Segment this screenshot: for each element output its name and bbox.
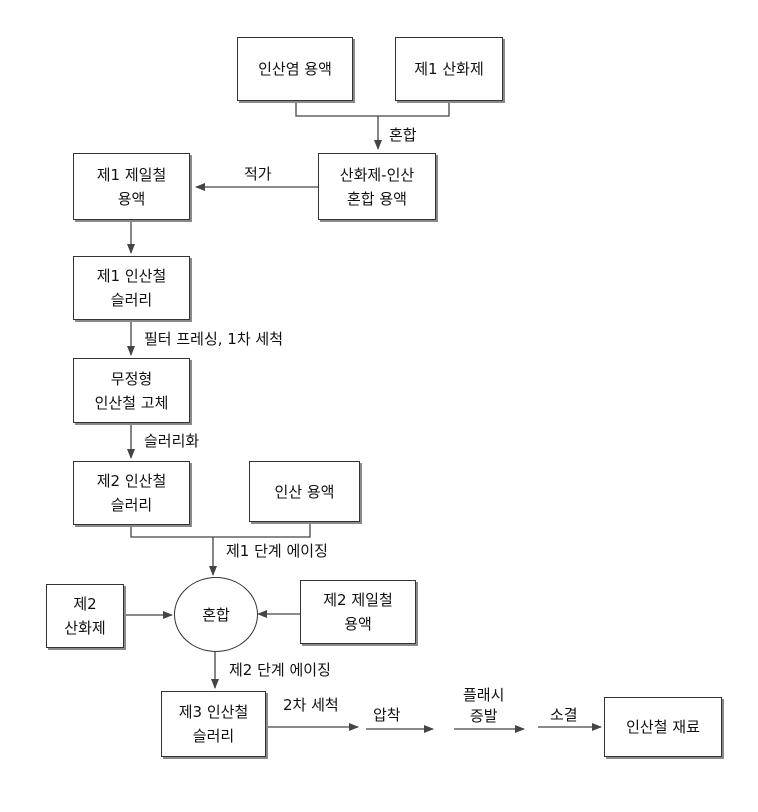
label-slurrying: 슬러리화: [144, 432, 199, 450]
node-mixing-circle: 혼합: [174, 577, 258, 652]
node-second-ferrous-solution: 제2 제일철 용액: [300, 580, 416, 644]
node-iron-phosphate-material: 인산철 재료: [604, 697, 722, 757]
label-mix: 혼합: [389, 126, 417, 144]
label-sintering: 소결: [550, 706, 578, 724]
node-second-iron-phosphate-slurry: 제2 인산철 슬러리: [73, 461, 190, 525]
node-amorphous-iron-phosphate-solid: 무정형 인산철 고체: [73, 358, 190, 423]
label-filter-wash: 필터 프레싱, 1차 세척: [144, 330, 283, 348]
node-second-oxidant: 제2 산화제: [46, 584, 124, 648]
label-titration: 적가: [244, 165, 272, 183]
node-first-oxidant: 제1 산화제: [395, 37, 503, 101]
node-third-iron-phosphate-slurry: 제3 인산철 슬러리: [161, 691, 266, 757]
label-second-wash: 2차 세척: [283, 696, 339, 714]
node-first-ferrous-solution: 제1 제일철 용액: [73, 153, 190, 220]
label-stage1-aging: 제1 단계 에이징: [226, 542, 328, 560]
label-pressing: 압착: [373, 706, 401, 724]
label-flash-evaporation: 플래시 증발: [463, 685, 504, 727]
label-stage2-aging: 제2 단계 에이징: [229, 661, 331, 679]
node-first-iron-phosphate-slurry: 제1 인산철 슬러리: [73, 256, 190, 320]
node-acid-salt-solution: 인산염 용액: [237, 37, 353, 101]
merge-line-top: [296, 101, 449, 116]
node-oxidant-acid-mix: 산화제-인산 혼합 용액: [318, 153, 436, 220]
node-phosphoric-acid-solution: 인산 용액: [249, 461, 360, 522]
